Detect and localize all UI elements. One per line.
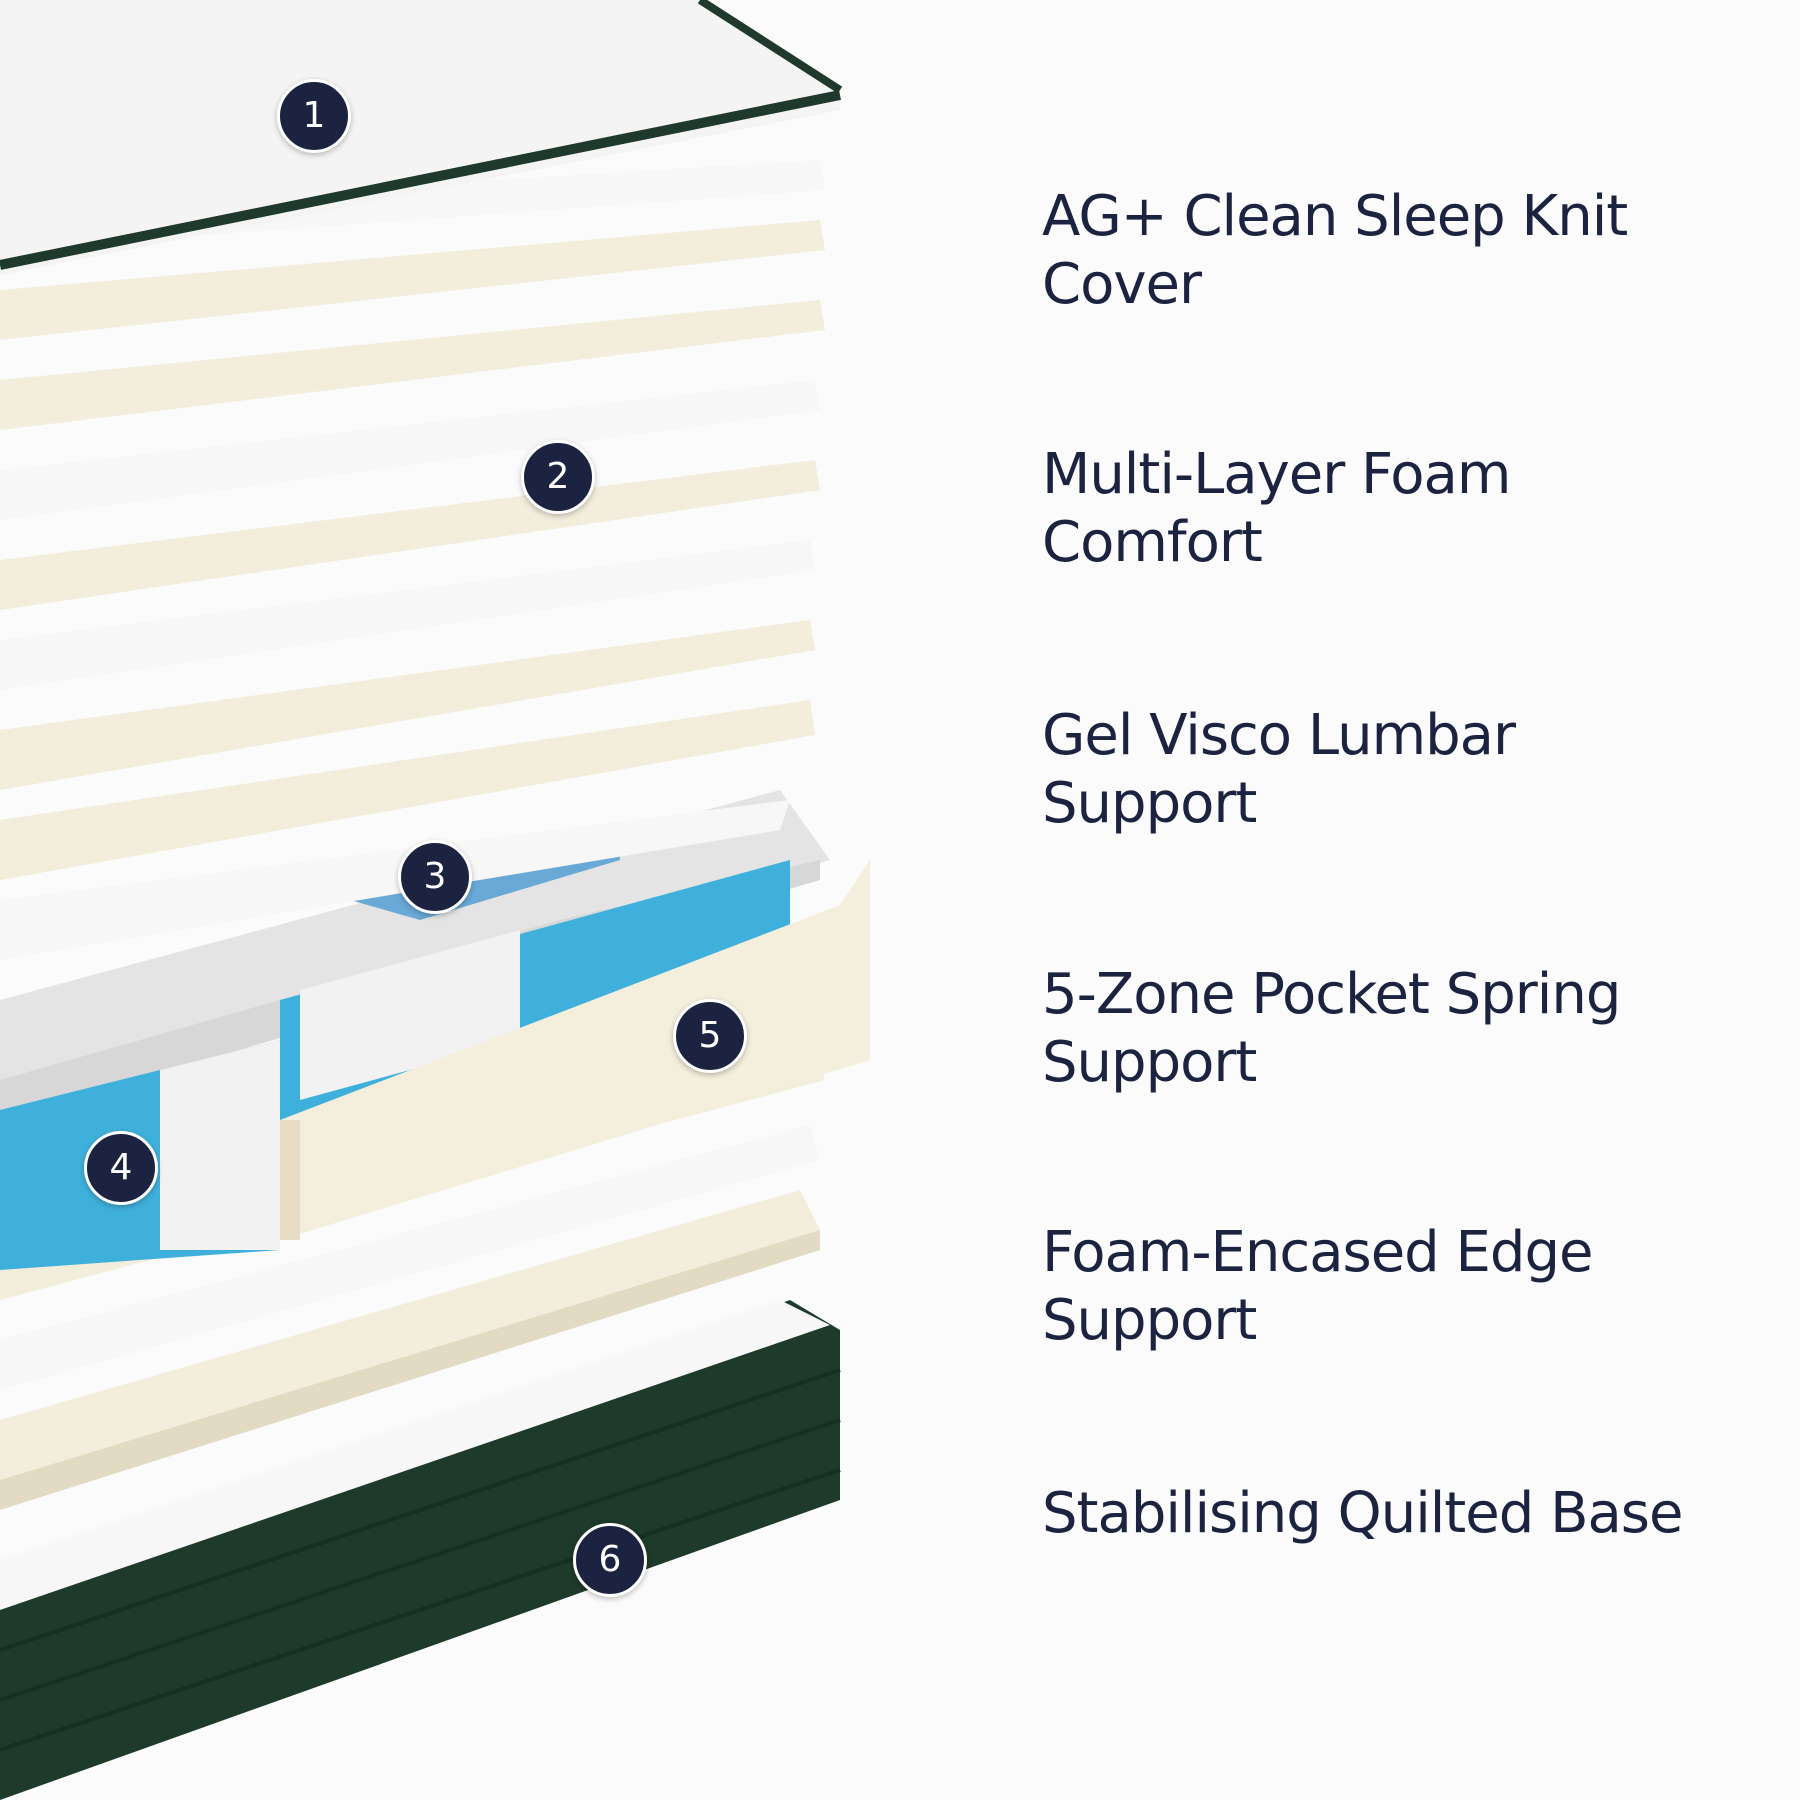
badge-4: 4: [84, 1131, 158, 1205]
spring-core: [0, 790, 870, 1270]
badge-2: 2: [521, 440, 595, 514]
comfort-foam-layers: [0, 160, 825, 960]
badge-6: 6: [573, 1523, 647, 1597]
feature-label-lumbar-support: Gel Visco Lumbar Support: [1042, 703, 1516, 836]
quilted-base-layer: [0, 1300, 841, 1800]
badge-3: 3: [398, 840, 472, 914]
feature-label-pocket-spring: 5-Zone Pocket Spring Support: [1042, 962, 1621, 1095]
badge-5: 5: [673, 999, 747, 1073]
feature-label-knit-cover: AG+ Clean Sleep Knit Cover: [1042, 184, 1628, 317]
feature-label-quilted-base: Stabilising Quilted Base: [1042, 1481, 1683, 1546]
badge-1: 1: [277, 79, 351, 153]
knit-cover-panel: [0, 0, 843, 275]
feature-label-edge-support: Foam-Encased Edge Support: [1042, 1220, 1593, 1353]
feature-label-foam-comfort: Multi-Layer Foam Comfort: [1042, 442, 1511, 575]
